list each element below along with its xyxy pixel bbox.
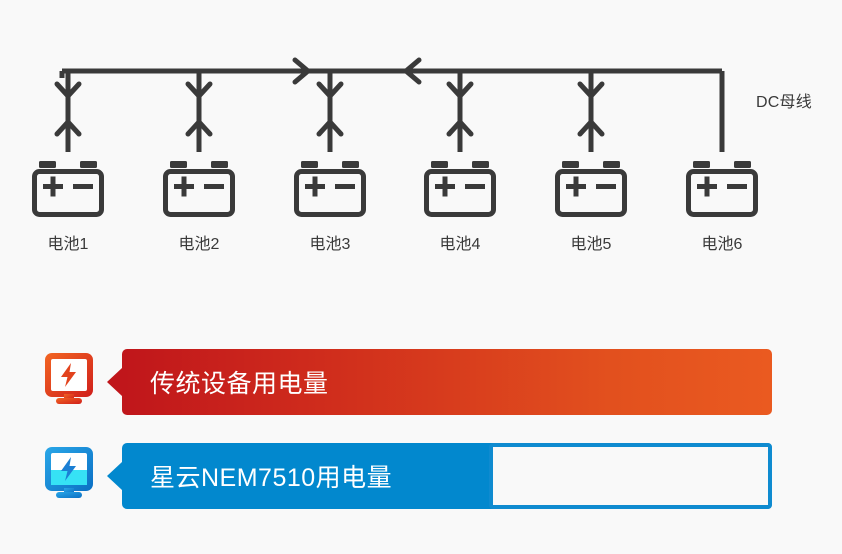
power-meter-icon	[45, 353, 93, 404]
down-arrow-battery-1	[54, 81, 82, 99]
arrow-left-icon	[403, 57, 422, 85]
battery-cell-2[interactable]: 电池2	[144, 160, 254, 254]
bar-label-traditional: 传统设备用电量	[150, 370, 329, 398]
up-arrow-battery-4	[446, 119, 474, 137]
dc-bus-label: DC母线	[756, 94, 812, 111]
battery-label: 电池2	[178, 236, 220, 253]
up-arrow-battery-3	[316, 119, 344, 137]
battery-label: 电池3	[309, 236, 351, 253]
up-arrow-battery-5	[577, 119, 605, 137]
bar-notch-icon	[107, 462, 122, 490]
battery-label: 电池5	[570, 236, 612, 253]
battery-cell-5[interactable]: 电池5	[536, 160, 646, 254]
dc-bus-schematic	[54, 57, 725, 152]
battery-label: 电池4	[439, 236, 481, 253]
comparison-row-traditional: 传统设备用电量	[0, 345, 842, 417]
down-arrow-battery-5	[577, 81, 605, 99]
battery-icon	[555, 161, 627, 217]
down-arrow-battery-2	[185, 81, 213, 99]
up-arrow-battery-2	[185, 119, 213, 137]
battery-label: 电池6	[701, 236, 743, 253]
bar-traditional[interactable]: 传统设备用电量	[107, 349, 772, 415]
bar-label-nem7510: 星云NEM7510用电量	[150, 464, 393, 492]
battery-icon	[294, 161, 366, 217]
battery-cell-4[interactable]: 电池4	[405, 160, 515, 254]
battery-cell-1[interactable]: 电池1	[13, 160, 123, 254]
battery-cell-3[interactable]: 电池3	[275, 160, 385, 254]
battery-icon	[424, 161, 496, 217]
battery-icon	[32, 161, 104, 217]
down-arrow-battery-3	[316, 81, 344, 99]
bar-remaining-segment	[489, 443, 772, 509]
up-arrow-battery-1	[54, 119, 82, 137]
arrow-right-icon	[292, 57, 311, 85]
battery-cell-6[interactable]: 电池6	[667, 160, 777, 254]
down-arrow-battery-4	[446, 81, 474, 99]
power-meter-icon	[45, 447, 93, 498]
battery-icon	[686, 161, 758, 217]
comparison-row-nem7510: 星云NEM7510用电量	[0, 439, 842, 511]
bar-notch-icon	[107, 368, 122, 396]
bar-nem7510[interactable]: 星云NEM7510用电量	[107, 443, 772, 509]
battery-icon	[163, 161, 235, 217]
battery-label: 电池1	[47, 236, 89, 253]
